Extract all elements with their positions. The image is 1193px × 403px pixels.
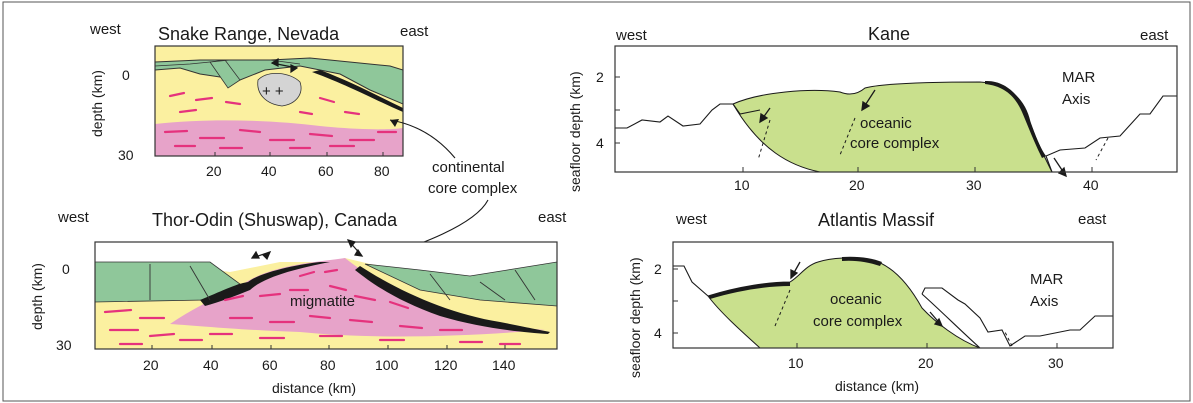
thor-ytick-30: 30 xyxy=(56,337,72,353)
snake-pluton xyxy=(257,73,302,107)
snake-frame xyxy=(154,45,404,157)
thor-xtick-40: 40 xyxy=(203,357,219,373)
panel-snake-range: + + Snake Range, Nevada west east depth … xyxy=(89,21,429,179)
atlantis-xtick-10: 10 xyxy=(788,355,804,371)
callout-pointer-snake xyxy=(389,119,456,159)
snake-xtick-40: 40 xyxy=(261,163,277,179)
atlantis-ylabel: seafloor depth (km) xyxy=(627,257,643,378)
snake-east: east xyxy=(400,23,429,40)
thor-migmatite-label: migmatite xyxy=(290,293,355,310)
thor-title: Thor-Odin (Shuswap), Canada xyxy=(152,210,398,230)
kane-east: east xyxy=(1140,27,1169,44)
snake-ytick-0: 0 xyxy=(122,67,130,83)
thor-ytick-0: 0 xyxy=(62,261,70,277)
thor-xtick-140: 140 xyxy=(492,357,516,373)
atlantis-label-occ-2: core complex xyxy=(813,313,903,330)
panel-atlantis-massif: oceanic core complex MAR Axis Atlantis M… xyxy=(627,210,1114,394)
kane-frame xyxy=(614,45,1178,173)
snake-title: Snake Range, Nevada xyxy=(158,24,340,44)
atlantis-ytick-4: 4 xyxy=(654,325,662,341)
atlantis-xlabel: distance (km) xyxy=(835,378,919,394)
atlantis-xtick-20: 20 xyxy=(918,355,934,371)
snake-ylabel: depth (km) xyxy=(89,70,105,137)
thor-frame xyxy=(94,241,558,350)
kane-ytick-2: 2 xyxy=(596,69,604,85)
kane-label-mar-1: MAR xyxy=(1062,69,1096,86)
atlantis-label-mar-1: MAR xyxy=(1030,271,1064,288)
thor-xlabel: distance (km) xyxy=(272,380,356,396)
thor-west-shear-zone xyxy=(200,262,330,306)
atlantis-label-occ-1: oceanic xyxy=(830,291,882,308)
atlantis-ytick-2: 2 xyxy=(654,261,662,277)
thor-ylabel: depth (km) xyxy=(29,263,45,330)
panel-thor-odin: migmatite Thor-Odin (Shuswap), Canada we… xyxy=(29,209,567,396)
kane-label-occ-1: oceanic xyxy=(860,115,912,132)
kane-xtick-10: 10 xyxy=(734,177,750,193)
thor-xtick-120: 120 xyxy=(434,357,458,373)
kane-xtick-20: 20 xyxy=(849,177,865,193)
atlantis-frame xyxy=(672,241,1114,349)
kane-west: west xyxy=(615,27,648,44)
panel-kane: oceanic core complex MAR Axis Kane west … xyxy=(567,24,1178,193)
snake-ytick-30: 30 xyxy=(118,147,134,163)
atlantis-label-mar-2: Axis xyxy=(1030,293,1058,310)
atlantis-xtick-30: 30 xyxy=(1048,355,1064,371)
thor-xtick-20: 20 xyxy=(143,357,159,373)
atlantis-title: Atlantis Massif xyxy=(818,210,935,230)
kane-title: Kane xyxy=(868,24,910,44)
atlantis-west-cap xyxy=(708,282,790,299)
thor-green-east xyxy=(364,261,557,307)
thor-xtick-60: 60 xyxy=(262,357,278,373)
callout-line2: core complex xyxy=(428,180,518,197)
snake-pluton-cross: + + xyxy=(262,83,284,100)
thor-east: east xyxy=(538,209,567,226)
kane-seafloor-profile xyxy=(615,95,1177,173)
snake-xtick-60: 60 xyxy=(318,163,334,179)
kane-label-occ-2: core complex xyxy=(850,135,940,152)
kane-xtick-30: 30 xyxy=(966,177,982,193)
thor-west: west xyxy=(57,209,90,226)
callout-line1: continental xyxy=(432,159,505,176)
thor-xtick-100: 100 xyxy=(375,357,399,373)
atlantis-west: west xyxy=(675,211,708,228)
snake-detachment-fault xyxy=(312,70,403,112)
atlantis-top-cap xyxy=(842,256,882,266)
snake-xtick-20: 20 xyxy=(206,163,222,179)
atlantis-east: east xyxy=(1078,211,1107,228)
atlantis-seafloor-profile xyxy=(673,265,1113,347)
kane-xtick-40: 40 xyxy=(1083,177,1099,193)
snake-west: west xyxy=(89,21,122,38)
kane-ylabel: seafloor depth (km) xyxy=(567,71,583,192)
kane-detachment-surface xyxy=(985,80,1046,158)
snake-xtick-80: 80 xyxy=(374,163,390,179)
kane-ytick-4: 4 xyxy=(596,135,604,151)
kane-label-mar-2: Axis xyxy=(1062,91,1090,108)
thor-xtick-80: 80 xyxy=(320,357,336,373)
